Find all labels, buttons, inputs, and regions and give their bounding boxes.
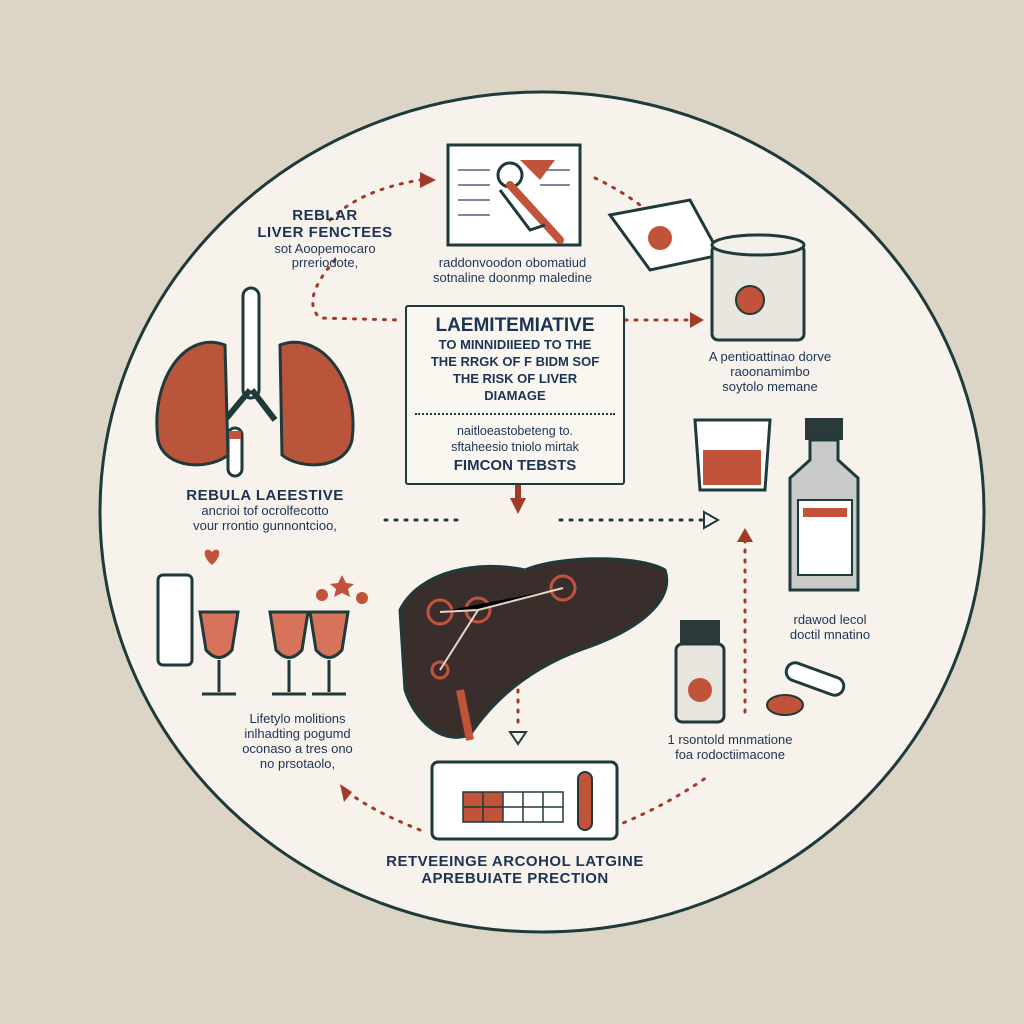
label-right-lower: 1 rsontold mnmatione foa rodoctiimacone	[630, 732, 830, 763]
label-right-mid: rdawod lecol doctil mnatino	[760, 612, 900, 643]
label-right-upper: A pentioattinao dorve raoonamimbo soytol…	[660, 349, 880, 395]
label-text: sotnaline doonmp maledine	[433, 269, 592, 285]
arrow-heads	[340, 172, 753, 802]
box-subtitle: DIAMAGE	[484, 387, 546, 403]
center-summary-box: LAEMITEMIATIVE TO MINNIDIIEED TO THE THE…	[405, 305, 625, 485]
label-title: LIVER FENCTEES	[257, 224, 393, 242]
box-subtitle: THE RISK OF LIVER	[452, 370, 578, 386]
medicine-jar-icon	[710, 233, 806, 342]
box-text: naitloeastobeteng to.	[456, 423, 574, 438]
label-text: A pentioattinao dorve	[708, 349, 832, 364]
box-title: LAEMITEMIATIVE	[435, 315, 595, 336]
cup-icon	[693, 418, 772, 492]
label-title: APREBUIATE PRECTION	[421, 870, 609, 888]
label-text: rdawod lecol	[793, 612, 867, 627]
label-left-mid: REBULA LAEESTIVE ancrioi tof ocrolfecott…	[150, 487, 380, 534]
label-text: ancrioi tof ocrolfecotto	[201, 503, 329, 519]
wine-glasses-icon	[156, 573, 350, 696]
label-text: oconaso a tres ono	[242, 740, 353, 756]
report-gauge-icon	[446, 143, 582, 247]
pill-bottle-icon	[674, 620, 846, 724]
box-text: sftaheesio tniolo mirtak	[451, 439, 579, 454]
label-title: REBULA LAEESTIVE	[186, 487, 344, 504]
label-text: raddonvoodon obomatiud	[438, 255, 587, 270]
label-text: soytolo memane	[722, 378, 818, 394]
label-bottom: RETVEEINGE ARCOHOL LATGINE APREBUIATE PR…	[370, 853, 660, 888]
medicine-bottle-icon	[788, 418, 860, 592]
box-subtitle: TO MINNIDIIEED TO THE	[438, 337, 592, 352]
label-title: REBLAR	[292, 207, 358, 224]
divider	[415, 412, 615, 415]
label-text: prreriodote,	[291, 255, 359, 271]
calendar-card-icon	[430, 760, 619, 841]
label-text: sot Aoopemocaro	[274, 240, 376, 256]
lungs-icon	[155, 286, 355, 478]
box-footer: FIMCON TEBSTS	[453, 457, 577, 475]
label-text: foa rodoctiimacone	[675, 746, 785, 762]
label-top-center: raddonvoodon obomatiud sotnaline doonmp …	[405, 255, 620, 286]
label-text: vour rrontio gunnontcioo,	[193, 518, 337, 534]
flow-arrows	[311, 176, 747, 832]
label-text: no prsotaolo,	[259, 755, 336, 771]
box-subtitle: THE RRGK OF F BIDM SOF	[430, 353, 600, 369]
label-text: inlhadting pogumd	[244, 725, 351, 741]
label-text: 1 rsontold mnmatione	[667, 732, 793, 747]
label-text: doctil mnatino	[789, 626, 871, 642]
liver-icon	[398, 557, 669, 741]
label-left-lower: Lifetylo molitions inlhadting pogumd oco…	[215, 711, 380, 772]
label-title: RETVEEINGE ARCOHOL LATGINE	[386, 853, 644, 870]
label-top-left: REBLAR LIVER FENCTEES sot Aoopemocaro pr…	[230, 207, 420, 271]
label-text: Lifetylo molitions	[249, 711, 346, 726]
label-text: raoonamimbo	[730, 363, 810, 379]
heart-icon	[204, 549, 220, 565]
